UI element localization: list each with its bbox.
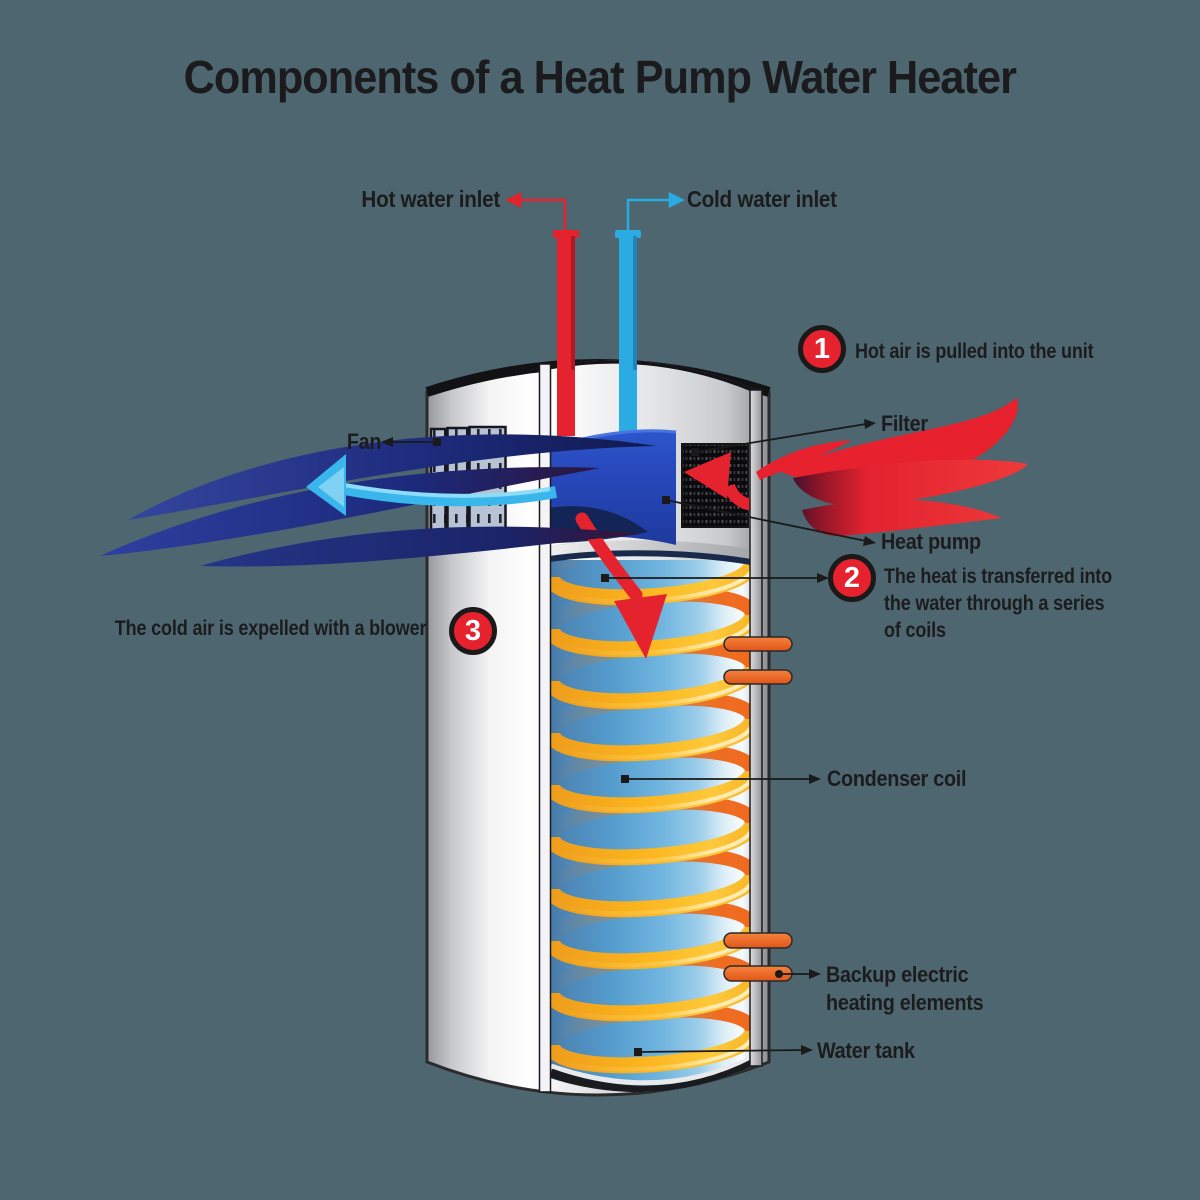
- leader-water-tank: [634, 1045, 813, 1056]
- hot-water-pipe: [553, 230, 579, 370]
- step-2-text: The heat is transferred into the water t…: [884, 565, 1113, 642]
- leader-condenser-coil: [621, 774, 821, 784]
- label-backup-electric: Backup electric heating elements: [826, 962, 984, 1015]
- cut-edge-left: [538, 363, 552, 1093]
- leader-step-2: [601, 573, 829, 583]
- label-cold-water-inlet: Cold water inlet: [687, 186, 837, 212]
- leader-fan: [381, 437, 441, 447]
- step-3-text: The cold air is expelled with a blower: [114, 617, 426, 640]
- cold-water-inlet-arrow: [626, 191, 685, 232]
- cold-water-pipe-inner: [619, 360, 637, 436]
- cold-air-arrow: [306, 454, 558, 516]
- leader-heat-pump: [662, 496, 876, 546]
- hot-water-pipe-inner: [557, 360, 575, 436]
- leader-filter: [691, 419, 876, 456]
- page-title: Components of a Heat Pump Water Heater: [183, 51, 1017, 103]
- label-hot-water-inlet: Hot water inlet: [361, 186, 500, 212]
- cold-water-pipe: [615, 230, 641, 370]
- hot-air-swooshes: [756, 398, 1028, 537]
- tank-interior: [549, 360, 757, 1093]
- cold-air-swooshes: [100, 434, 656, 567]
- step-2-badge: 2: [828, 554, 876, 602]
- step-1-text: Hot air is pulled into the unit: [855, 340, 1094, 363]
- leader-lines: [381, 419, 876, 1056]
- step-1-badge: 1: [798, 325, 846, 373]
- label-fan: Fan: [346, 429, 382, 454]
- cut-edge-right: [749, 389, 763, 1067]
- label-filter: Filter: [881, 411, 928, 436]
- condenser-coil-spiral: [549, 562, 757, 1074]
- hot-water-inlet-arrow: [505, 191, 567, 232]
- label-heat-pump: Heat pump: [881, 529, 981, 554]
- label-water-tank: Water tank: [817, 1038, 915, 1063]
- label-condenser-coil: Condenser coil: [827, 766, 967, 791]
- heat-transfer-arrow: [575, 512, 667, 659]
- step-3-badge: 3: [449, 607, 497, 655]
- tank-floor-edge: [549, 1058, 757, 1093]
- leader-backup-elements: [775, 969, 821, 979]
